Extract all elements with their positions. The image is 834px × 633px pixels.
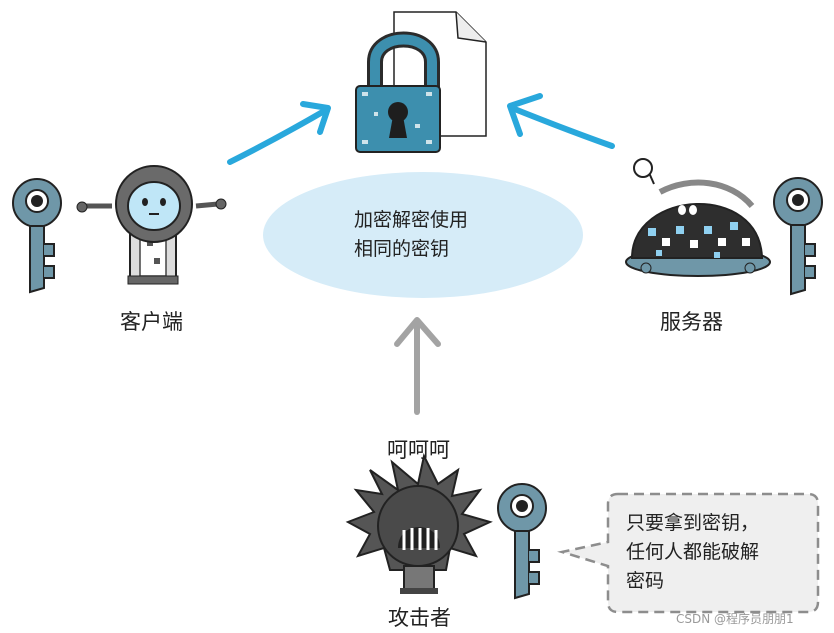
arrow-client-to-lock: [227, 101, 331, 165]
server-label: 服务器: [660, 310, 723, 334]
speech-line-1: 只要拿到密钥，: [626, 512, 760, 534]
watermark: CSDN @程序员朋朋1: [676, 612, 794, 626]
speech-text: 只要拿到密钥， 任何人都能破解 密码: [626, 509, 759, 596]
client-label: 客户端: [120, 310, 183, 334]
speech-line-2: 任何人都能破解: [626, 541, 760, 563]
attacker-label: 攻击者: [388, 606, 451, 630]
key-icon: [497, 483, 547, 600]
attacker-laugh: 呵呵呵: [387, 438, 450, 462]
server-bug-icon: [625, 158, 771, 277]
key-icon: [773, 177, 823, 296]
speech-bubble: [557, 492, 820, 614]
arrow-attacker-up: [394, 317, 441, 415]
ellipse-line-1: 加密解密使用: [354, 209, 469, 231]
robot-icon: [76, 165, 227, 285]
arrow-server-to-lock: [507, 93, 615, 149]
speech-line-3: 密码: [626, 570, 665, 592]
ellipse-line-2: 相同的密钥: [354, 238, 450, 260]
spiky-attacker-icon: [345, 453, 493, 594]
padlock-icon: [355, 31, 441, 153]
shared-key-ellipse: [263, 172, 583, 298]
key-icon: [12, 178, 62, 294]
ellipse-caption: 加密解密使用 相同的密钥: [354, 206, 468, 264]
